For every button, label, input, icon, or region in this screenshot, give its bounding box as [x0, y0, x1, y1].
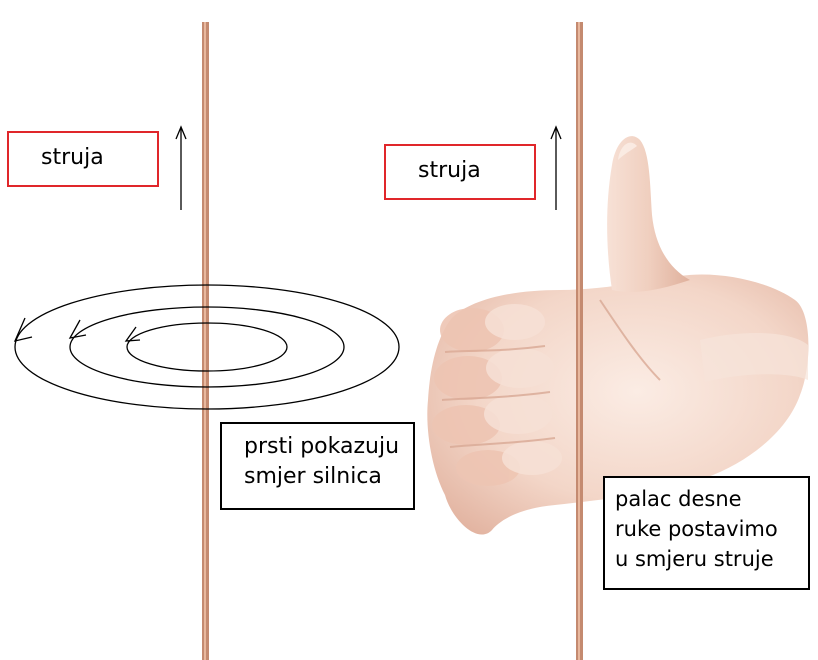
right-wire — [576, 22, 583, 660]
fingers-caption-box: prsti pokazuju smjer silnica — [220, 422, 415, 510]
left-current-up-arrow-icon — [175, 125, 187, 210]
right-current-label: struja — [384, 144, 536, 200]
left-wire — [202, 22, 209, 660]
right-hand-thumbs-up-icon — [427, 136, 809, 535]
right-current-up-arrow-icon — [550, 125, 562, 210]
magnetic-field-lines-icon — [13, 284, 400, 410]
left-current-label: struja — [7, 131, 159, 187]
thumb-caption-box: palac desne ruke postavimo u smjeru stru… — [603, 476, 810, 590]
